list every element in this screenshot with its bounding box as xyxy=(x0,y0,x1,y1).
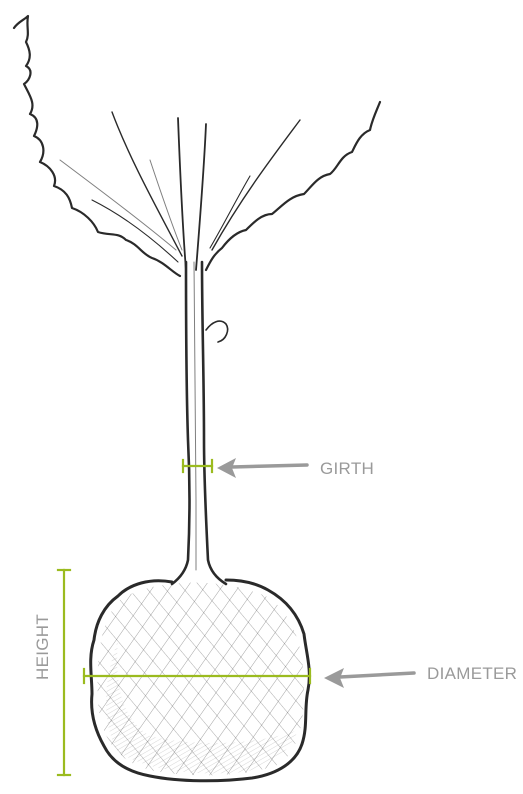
branch xyxy=(60,160,176,250)
girth-marker xyxy=(183,460,212,472)
trunk-center xyxy=(194,262,196,570)
branch xyxy=(112,112,182,256)
diameter-label: DIAMETER xyxy=(427,664,517,683)
side-shoot xyxy=(206,321,228,342)
branch xyxy=(92,200,178,262)
tree-sketch xyxy=(14,16,380,781)
height-label: HEIGHT xyxy=(33,614,52,680)
branch xyxy=(196,124,206,270)
girth-label: GIRTH xyxy=(320,459,374,478)
root-ball-net xyxy=(98,583,304,776)
branch xyxy=(212,120,300,250)
canopy-left-edge xyxy=(14,16,180,276)
trunk-left xyxy=(172,262,190,584)
arrow-left-icon xyxy=(217,458,307,478)
branch xyxy=(178,118,186,270)
trunk-right xyxy=(202,262,226,584)
height-marker xyxy=(58,570,70,775)
branch xyxy=(210,176,250,248)
canopy-right-edge xyxy=(206,102,380,270)
arrow-left-icon xyxy=(324,668,414,688)
